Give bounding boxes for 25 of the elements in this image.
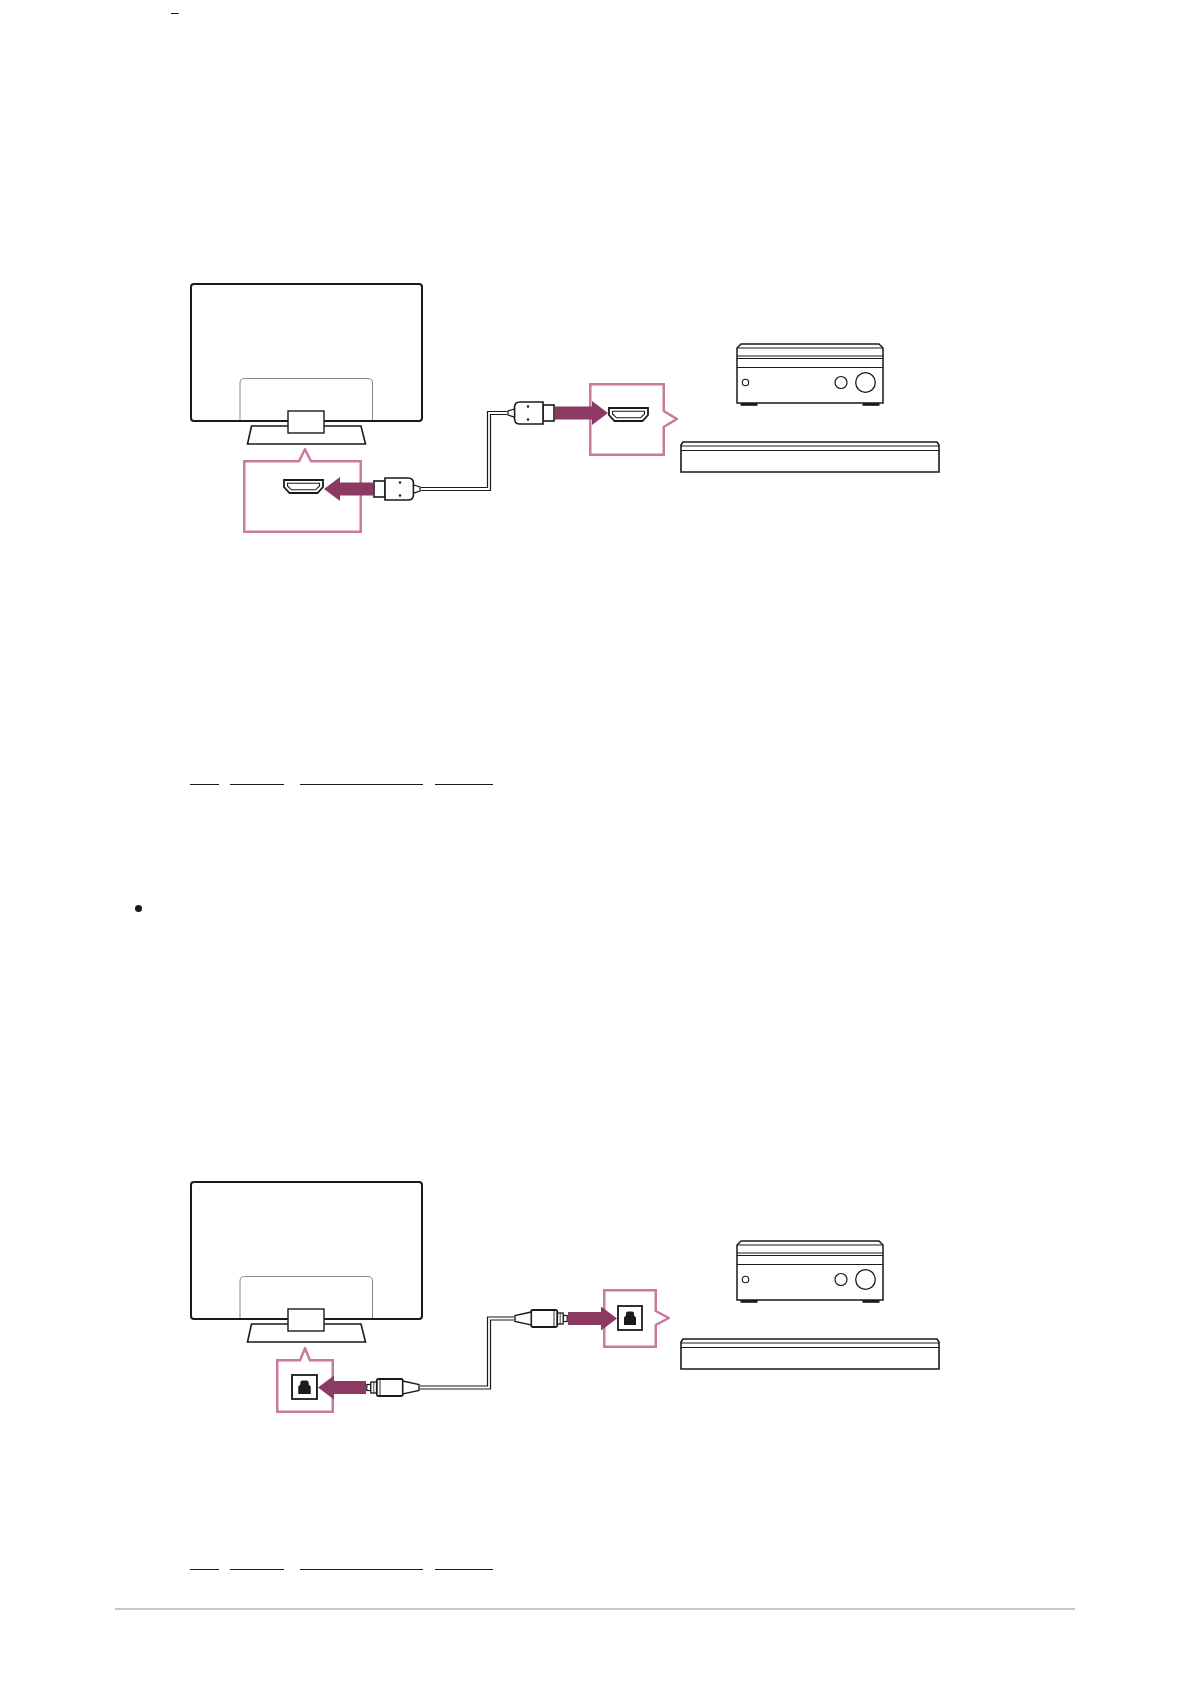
callout-box [276,1347,334,1413]
tv-drawing [190,1181,423,1343]
hdmi-port-icon [608,407,649,422]
callout-box [603,1289,670,1348]
optical-port-icon [291,1374,318,1400]
arrow [555,402,608,424]
callout-box [589,383,678,456]
arrow [568,1307,617,1330]
hdmi-port-icon [283,479,324,494]
optical-plug-drawing [366,1378,420,1397]
arrow [318,1376,366,1399]
callout-box [243,448,362,533]
soundbar-drawing [680,441,940,473]
dash-label: – [171,4,179,20]
soundbar-drawing [680,1338,940,1370]
cable [420,1316,514,1390]
av-receiver-drawing [736,1240,884,1303]
cable [421,410,507,492]
optical-port-icon [617,1305,643,1331]
arrow [324,478,373,500]
hdmi-plug-drawing [373,477,421,501]
av-receiver-drawing [736,343,884,406]
optical-plug-drawing [514,1309,568,1328]
tv-drawing [190,283,423,445]
hdmi-plug-drawing [507,401,555,425]
